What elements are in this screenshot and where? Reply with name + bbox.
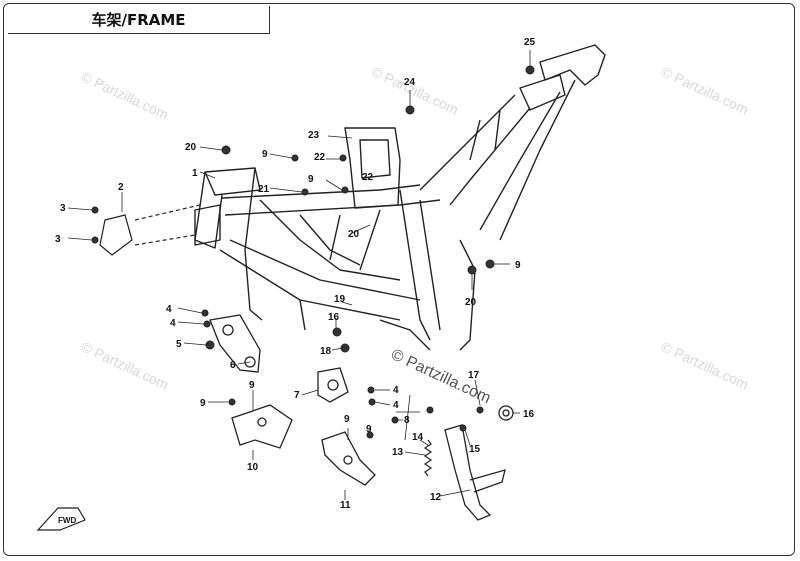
callout-4c: 4 [393, 385, 399, 396]
part-13-spring [423, 439, 433, 477]
callout-25: 25 [524, 37, 536, 48]
callout-24: 24 [404, 77, 416, 88]
part-7-bracket [317, 367, 349, 403]
fwd-label: FWD [58, 516, 76, 525]
callout-20c: 20 [465, 297, 477, 308]
callout-6: 6 [230, 360, 236, 371]
callout-4b: 4 [170, 318, 176, 329]
callout-9c: 9 [515, 260, 521, 271]
callout-11: 11 [340, 500, 351, 511]
watermark-4: © Partzilla.com [79, 338, 171, 392]
fwd-arrow-icon: FWD [36, 507, 86, 531]
callout-20b: 20 [348, 229, 360, 240]
callout-3a: 3 [60, 203, 66, 214]
diagram-title: 车架/FRAME [8, 6, 270, 34]
callout-23: 23 [308, 130, 320, 141]
callout-3b: 3 [55, 234, 61, 245]
leader-lines [67, 50, 531, 500]
watermark-3: © Partzilla.com [659, 63, 751, 117]
part-6-arm [209, 314, 261, 373]
callout-5: 5 [176, 339, 182, 350]
watermark-5: © Partzilla.com [659, 338, 751, 392]
callout-4d: 4 [393, 400, 399, 411]
callout-21: 21 [258, 184, 270, 195]
watermark-2: © Partzilla.com [369, 63, 461, 117]
callout-13: 13 [392, 447, 404, 458]
part-2-plate [99, 204, 201, 256]
callout-9a: 9 [262, 149, 268, 160]
callout-8: 8 [404, 415, 410, 426]
part-16-bushing [498, 405, 514, 421]
watermark-1: © Partzilla.com [79, 68, 171, 122]
part-11-bracket [321, 431, 376, 486]
diagram-border [3, 3, 795, 556]
callout-9d: 9 [249, 380, 255, 391]
callout-22a: 22 [314, 152, 326, 163]
part-10-plate [231, 404, 293, 449]
callout-19: 19 [334, 294, 346, 305]
callout-1: 1 [192, 168, 198, 179]
frame-assembly [194, 44, 606, 351]
callout-14: 14 [412, 432, 424, 443]
part-12-side-stand [444, 424, 506, 521]
callout-7: 7 [294, 390, 300, 401]
callout-22b: 22 [362, 172, 374, 183]
callout-9b: 9 [308, 174, 314, 185]
callout-20a: 20 [185, 142, 197, 153]
callout-16b: 16 [523, 409, 535, 420]
callout-9f: 9 [344, 414, 350, 425]
watermark-group: © Partzilla.com © Partzilla.com © Partzi… [79, 63, 751, 407]
callout-17: 17 [468, 370, 480, 381]
callout-9e: 9 [200, 398, 206, 409]
callout-labels: 2 3 3 1 20 9 21 22 23 9 22 24 25 20 9 20… [55, 37, 536, 511]
callout-9g: 9 [366, 424, 372, 435]
callout-12: 12 [430, 492, 442, 503]
callout-18: 18 [320, 346, 332, 357]
callout-10: 10 [247, 462, 259, 473]
callout-15: 15 [469, 444, 481, 455]
callout-2: 2 [118, 182, 124, 193]
callout-16a: 16 [328, 312, 340, 323]
callout-4a: 4 [166, 304, 172, 315]
